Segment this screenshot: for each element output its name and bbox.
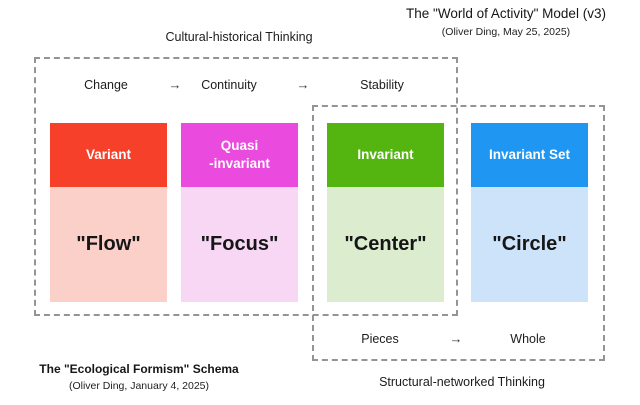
arrow-icon: → [449,331,463,346]
cultural-historical-label: Cultural-historical Thinking [165,30,313,44]
schema-title: The "Ecological Formism" Schema [39,362,239,376]
term-whole: Whole [510,332,546,346]
structural-networked-box [312,105,605,361]
structural-networked-label: Structural-networked Thinking [379,375,545,389]
column-variant-header: Variant [50,123,167,187]
column-quasi-invariant-body: "Focus" [181,187,298,302]
term-stability: Stability [360,78,404,92]
model-subtitle: (Oliver Ding, May 25, 2025) [441,26,571,38]
column-quasi-invariant-header: Quasi -invariant [181,123,298,187]
term-change: Change [84,78,128,92]
column-invariant-set-body: "Circle" [471,187,588,302]
schema-subtitle: (Oliver Ding, January 4, 2025) [68,380,210,392]
column-variant-body: "Flow" [50,187,167,302]
column-invariant-body: "Center" [327,187,444,302]
term-continuity: Continuity [201,78,257,92]
column-invariant-set-header: Invariant Set [471,123,588,187]
column-invariant-header: Invariant [327,123,444,187]
model-title: The "World of Activity" Model (v3) [406,6,606,21]
arrow-icon: → [168,77,182,92]
arrow-icon: → [296,77,310,92]
cultural-historical-box [34,57,458,316]
term-pieces: Pieces [361,332,399,346]
